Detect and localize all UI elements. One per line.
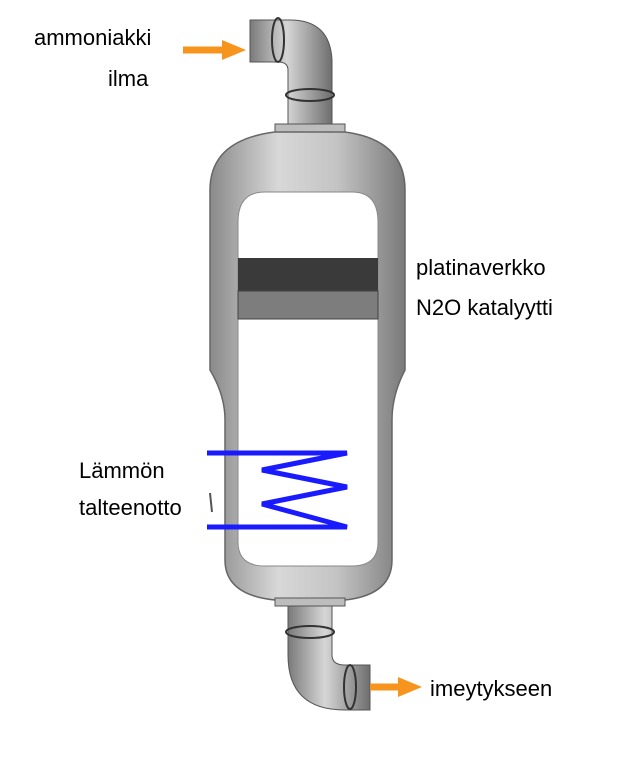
label-air: ilma: [108, 66, 149, 91]
platinum-gauze-layer: [238, 258, 378, 291]
label-heat-recovery-line2: talteenotto: [79, 495, 182, 520]
coil-tick: [209, 492, 213, 513]
vessel-interior: [237, 191, 379, 567]
label-to-absorption: imeytykseen: [430, 676, 552, 701]
outlet-pipe: [274, 597, 371, 711]
inlet-pipe: [249, 17, 346, 133]
outlet-arrow: [370, 677, 422, 697]
label-heat-recovery-line1: Lämmön: [79, 458, 165, 483]
label-ammonia: ammoniakki: [34, 25, 151, 50]
label-n2o-catalyst: N2O katalyytti: [416, 295, 553, 320]
n2o-catalyst-layer: [237, 290, 379, 320]
heat-recovery-coil: [207, 450, 348, 530]
inlet-arrow: [183, 40, 246, 60]
label-platinum-gauze: platinaverkko: [416, 255, 546, 280]
